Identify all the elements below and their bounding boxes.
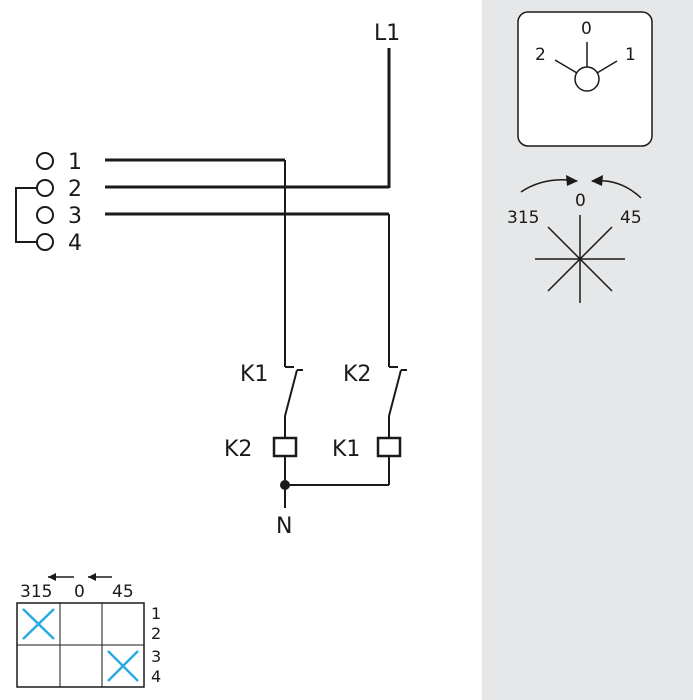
table-row-label-3: 3 <box>151 647 161 666</box>
terminal-1 <box>36 152 54 170</box>
knob-label-right: 1 <box>625 45 636 65</box>
knob-hub <box>574 66 600 92</box>
table-header-0: 0 <box>74 582 85 602</box>
coil-left-label: K2 <box>224 437 252 462</box>
terminal-label-1: 1 <box>68 150 82 175</box>
terminal-block: 1 2 3 4 <box>15 150 82 256</box>
terminal-label-3: 3 <box>68 204 82 229</box>
angle-label-left: 315 <box>507 208 539 228</box>
terminal-2 <box>36 179 54 197</box>
table-arrow-right-head <box>88 573 96 581</box>
terminal-4 <box>36 233 54 251</box>
closed-contact-mark <box>22 608 55 640</box>
contact-k2-label: K2 <box>343 362 371 387</box>
knob-pointer-left <box>554 59 578 74</box>
coil-left <box>272 436 298 458</box>
terminal-label-2: 2 <box>68 177 82 202</box>
contact-k1 <box>284 366 303 437</box>
angle-diagram: 0 315 45 <box>507 175 642 303</box>
table-arrow-left-head <box>48 573 56 581</box>
contact-k1-label: K1 <box>240 362 268 387</box>
terminal-3 <box>36 206 54 224</box>
knob-label-left: 2 <box>535 45 546 65</box>
contact-table: 315 0 45 1 2 3 4 <box>16 573 161 688</box>
knob-label-center: 0 <box>581 19 592 39</box>
closed-contact-mark <box>107 650 139 682</box>
angle-star <box>535 215 625 303</box>
terminal-label-4: 4 <box>68 231 82 256</box>
knob-position-card: 0 2 1 <box>517 11 653 147</box>
junction-dot <box>280 480 290 490</box>
angle-arrowhead-right <box>591 175 603 186</box>
table-header-45: 45 <box>112 582 134 602</box>
angle-arrowhead-left <box>566 175 578 186</box>
table-row-label-4: 4 <box>151 667 161 686</box>
supply-label: L1 <box>374 21 400 46</box>
neutral-label: N <box>276 514 292 539</box>
contact-k2 <box>388 366 407 437</box>
angle-label-right: 45 <box>620 208 642 228</box>
knob-pointer-right <box>596 60 618 74</box>
terminal-bridge <box>15 187 37 243</box>
table-row-label-2: 2 <box>151 624 161 643</box>
table-row-label-1: 1 <box>151 604 161 623</box>
angle-label-center: 0 <box>575 191 586 211</box>
coil-right <box>376 436 402 458</box>
coil-right-label: K1 <box>332 437 360 462</box>
table-header-315: 315 <box>20 582 52 602</box>
